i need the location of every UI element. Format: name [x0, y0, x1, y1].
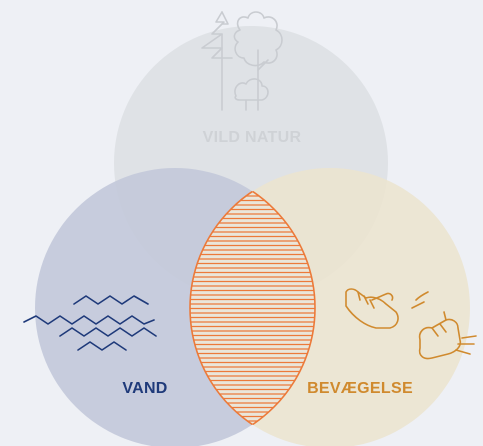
shoes-icon	[345, 288, 477, 360]
trees-icon	[201, 11, 283, 111]
label-vild-natur: VILD NATUR	[203, 129, 302, 146]
label-bevaegelse: BEVÆGELSE	[307, 380, 413, 397]
intersection-outline	[189, 168, 316, 446]
label-vand: VAND	[122, 380, 167, 397]
waves-icon	[23, 295, 157, 351]
